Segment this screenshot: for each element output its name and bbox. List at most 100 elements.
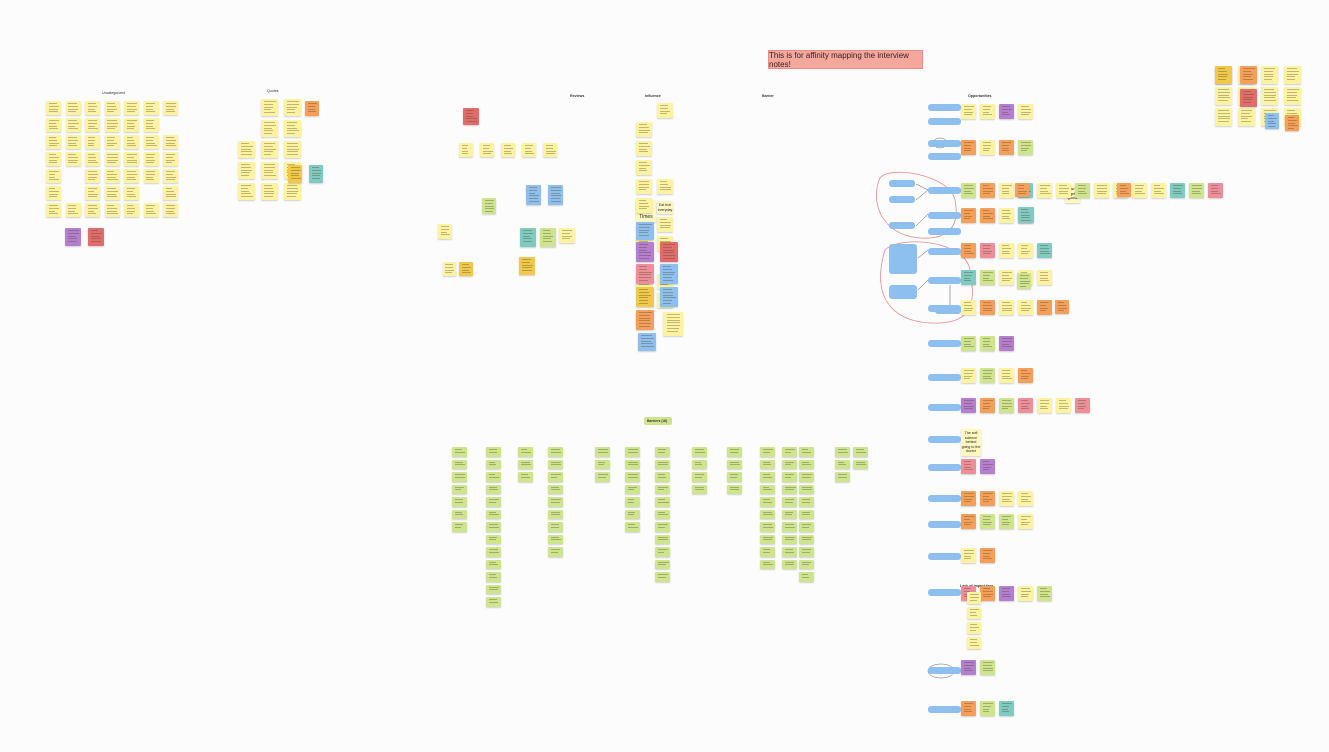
sticky-note[interactable]: [124, 152, 139, 166]
sticky-note[interactable]: [46, 169, 61, 183]
sticky-note[interactable]: [980, 208, 995, 223]
sticky-note[interactable]: [655, 522, 670, 532]
sticky-note[interactable]: [309, 165, 323, 183]
sticky-note[interactable]: [261, 162, 278, 179]
sticky-note[interactable]: [799, 459, 814, 469]
opportunity-subnote[interactable]: [935, 306, 961, 314]
sticky-note[interactable]: [143, 118, 159, 132]
sticky-note[interactable]: [999, 336, 1014, 351]
sticky-note[interactable]: [999, 104, 1014, 119]
sticky-note[interactable]: [104, 101, 120, 115]
sticky-note[interactable]: [88, 228, 104, 246]
sticky-note[interactable]: [980, 183, 995, 198]
sticky-note[interactable]: [238, 183, 255, 200]
sticky-note[interactable]: [1037, 398, 1052, 413]
sticky-note[interactable]: [853, 447, 868, 457]
sticky-note[interactable]: [799, 447, 814, 457]
sticky-note[interactable]: [782, 472, 797, 482]
sticky-note[interactable]: [967, 592, 981, 604]
sticky-note[interactable]: [760, 472, 775, 482]
note-eat-fruit-everyday[interactable]: Eat fruit everyday: [657, 201, 673, 214]
sticky-note[interactable]: [104, 152, 120, 166]
sticky-note[interactable]: [655, 509, 670, 519]
sticky-note[interactable]: [1037, 300, 1052, 315]
sticky-note[interactable]: [625, 497, 640, 507]
opportunity-note-4[interactable]: [928, 187, 961, 194]
sticky-note[interactable]: [143, 169, 159, 183]
opportunity-subnote[interactable]: [889, 180, 915, 187]
sticky-note[interactable]: [980, 270, 995, 285]
sticky-note[interactable]: [655, 572, 670, 582]
sticky-note[interactable]: [501, 143, 515, 157]
sticky-note[interactable]: [961, 270, 976, 285]
opportunity-note-17[interactable]: [928, 553, 961, 560]
sticky-note[interactable]: [799, 509, 814, 519]
sticky-note[interactable]: [518, 472, 533, 482]
opportunity-note-19[interactable]: [928, 667, 961, 674]
sticky-note[interactable]: [518, 459, 533, 469]
sticky-note[interactable]: [163, 169, 178, 183]
sticky-note[interactable]: [1037, 586, 1052, 601]
sticky-note[interactable]: [1018, 514, 1033, 529]
sticky-note[interactable]: [760, 522, 775, 532]
sticky-note[interactable]: [782, 559, 797, 569]
sticky-note[interactable]: [1037, 270, 1052, 285]
sticky-note[interactable]: [261, 141, 278, 158]
sticky-note[interactable]: [85, 101, 100, 115]
sticky-note[interactable]: [961, 336, 976, 351]
opportunity-note-14[interactable]: [928, 464, 961, 471]
opportunity-note-12[interactable]: [928, 404, 961, 411]
sticky-note[interactable]: [961, 183, 976, 198]
opportunity-subnote[interactable]: [889, 222, 915, 229]
sticky-note[interactable]: [727, 459, 742, 469]
sticky-note[interactable]: [1284, 66, 1301, 84]
sticky-note[interactable]: [548, 472, 563, 482]
sticky-note[interactable]: [104, 186, 120, 200]
sticky-note[interactable]: [999, 183, 1014, 198]
sticky-note[interactable]: [1261, 87, 1278, 105]
opportunity-subnote[interactable]: [889, 244, 917, 274]
sticky-note[interactable]: [967, 637, 981, 649]
sticky-note[interactable]: [520, 228, 536, 247]
opportunity-subnote[interactable]: [889, 196, 915, 203]
sticky-note[interactable]: [760, 447, 775, 457]
sticky-note[interactable]: [438, 224, 452, 239]
sticky-note[interactable]: [967, 622, 981, 634]
sticky-note[interactable]: [452, 522, 467, 532]
sticky-note[interactable]: [526, 185, 541, 205]
sticky-note[interactable]: [782, 522, 797, 532]
sticky-note[interactable]: [519, 257, 535, 275]
sticky-note[interactable]: [1037, 183, 1052, 198]
opportunity-note-7[interactable]: [928, 248, 961, 255]
sticky-note[interactable]: [595, 447, 610, 457]
sticky-note[interactable]: [548, 185, 563, 205]
sticky-note[interactable]: [163, 101, 178, 115]
sticky-note[interactable]: [999, 140, 1014, 155]
sticky-note[interactable]: [782, 497, 797, 507]
opportunity-note-20[interactable]: [928, 706, 961, 713]
sticky-note[interactable]: [655, 559, 670, 569]
sticky-note[interactable]: [1240, 66, 1257, 84]
sticky-note[interactable]: [625, 459, 640, 469]
sticky-note[interactable]: [163, 186, 178, 200]
sticky-note[interactable]: [961, 548, 976, 563]
sticky-note[interactable]: [486, 509, 501, 519]
sticky-note[interactable]: [559, 228, 575, 243]
sticky-note[interactable]: [143, 135, 159, 149]
sticky-note[interactable]: [636, 242, 654, 262]
sticky-note[interactable]: [999, 701, 1014, 716]
sticky-note[interactable]: [284, 120, 301, 137]
sticky-note[interactable]: [760, 547, 775, 557]
sticky-note[interactable]: [727, 472, 742, 482]
opportunity-note-1[interactable]: [928, 118, 961, 125]
sticky-note[interactable]: [980, 243, 995, 258]
sticky-note[interactable]: [782, 547, 797, 557]
sticky-note[interactable]: [1018, 207, 1034, 223]
sticky-note[interactable]: [636, 160, 652, 175]
sticky-note[interactable]: [999, 208, 1014, 223]
sticky-note[interactable]: [655, 547, 670, 557]
sticky-note[interactable]: [452, 447, 467, 457]
sticky-note[interactable]: [46, 152, 61, 166]
sticky-note[interactable]: [782, 484, 797, 494]
sticky-note[interactable]: [1284, 87, 1301, 105]
